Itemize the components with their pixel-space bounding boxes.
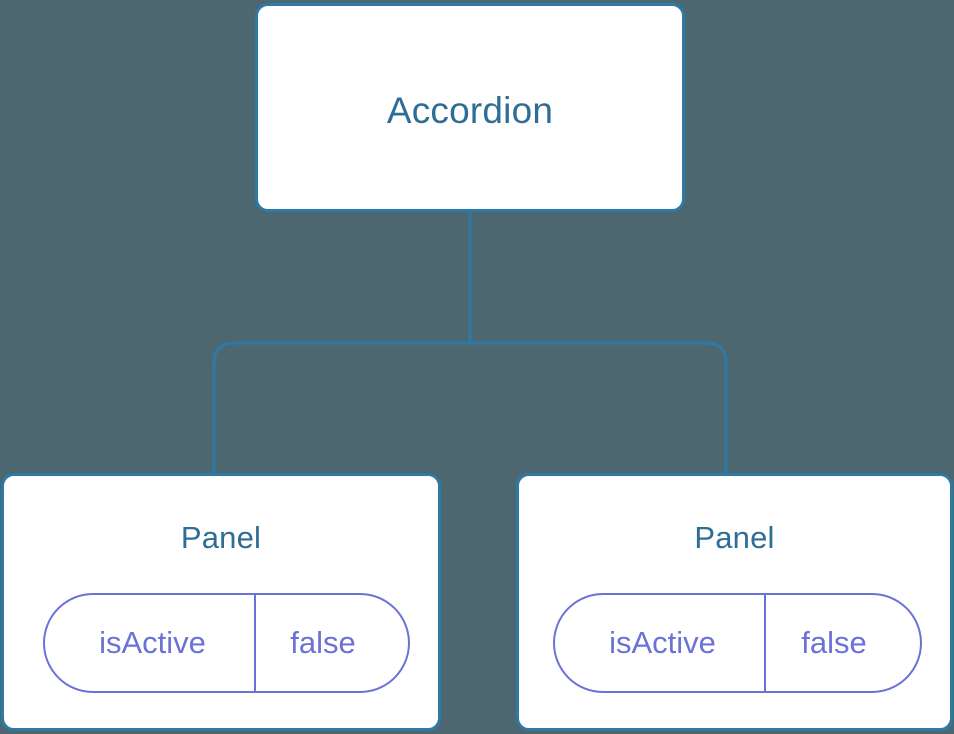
- node-accordion-label: Accordion: [386, 90, 554, 131]
- node-panel-0-prop-key: isActive: [45, 595, 256, 691]
- node-panel-0[interactable]: Panel isActive false: [1, 473, 441, 731]
- edge-branch-left: [212, 341, 470, 476]
- node-panel-1-prop-key: isActive: [555, 595, 766, 691]
- node-panel-0-prop-pill[interactable]: isActive false: [43, 593, 410, 693]
- node-panel-0-label: Panel: [180, 520, 262, 555]
- edge-branch-right: [470, 341, 728, 476]
- node-panel-1-prop-pill[interactable]: isActive false: [553, 593, 922, 693]
- node-panel-1-prop-value: false: [801, 625, 867, 660]
- node-panel-1-label: Panel: [694, 520, 775, 555]
- node-accordion[interactable]: Accordion: [255, 3, 685, 212]
- node-panel-0-prop-value: false: [290, 625, 356, 660]
- node-panel-1[interactable]: Panel isActive false: [516, 473, 953, 731]
